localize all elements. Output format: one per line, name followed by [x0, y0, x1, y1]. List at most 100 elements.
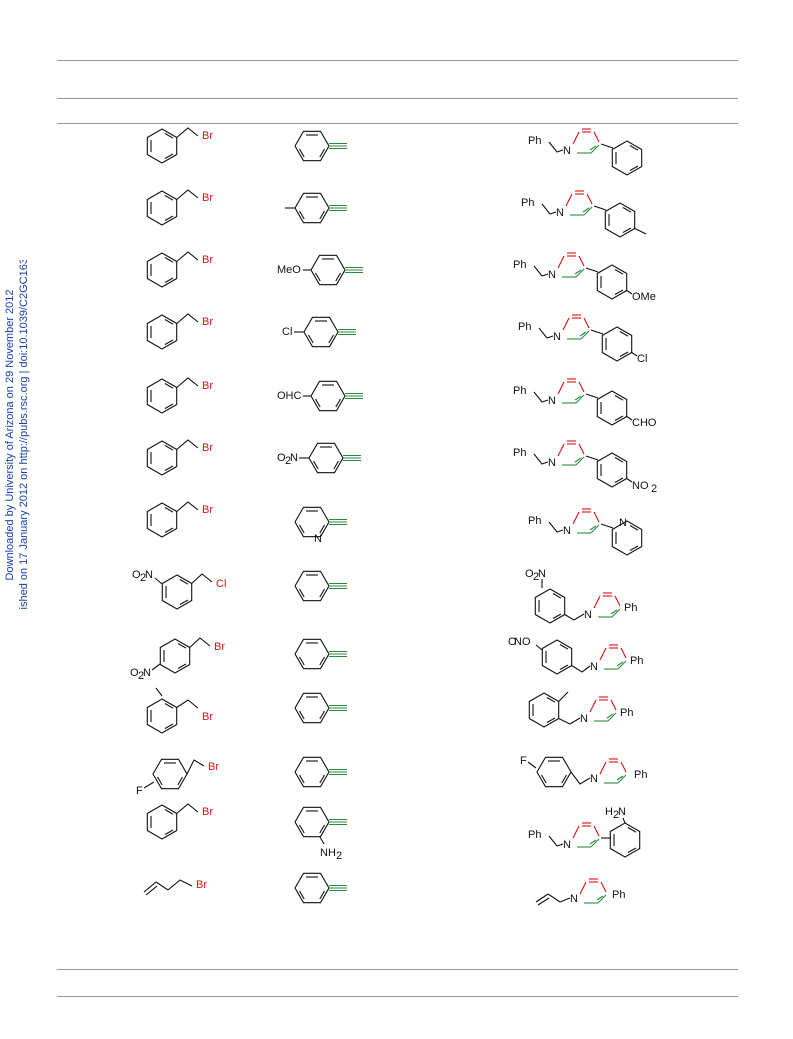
svg-text:N: N — [145, 569, 153, 581]
product-row-13: N Ph — [532, 866, 652, 916]
halide-row-6: Br — [140, 436, 230, 486]
svg-text:Ph: Ph — [518, 321, 531, 333]
svg-text:O: O — [525, 568, 534, 580]
halide-row-2: Br — [140, 186, 230, 236]
svg-text:O: O — [508, 636, 517, 648]
methoxy-label: MeO — [277, 264, 301, 276]
svg-text:Ph: Ph — [513, 447, 526, 459]
table-footer-rule — [57, 969, 738, 970]
svg-text:O: O — [277, 452, 286, 464]
svg-text:O: O — [130, 667, 139, 679]
download-watermark: Downloaded by University of Arizona on 2… — [2, 260, 32, 610]
svg-text:Br: Br — [202, 192, 213, 204]
halide-row-3: Br — [140, 248, 230, 298]
svg-text:N: N — [548, 457, 556, 469]
svg-text:N: N — [563, 145, 571, 157]
svg-text:Cl: Cl — [637, 353, 647, 365]
svg-text:N: N — [548, 269, 556, 281]
svg-text:2: 2 — [533, 571, 539, 583]
alkyne-row-3: MeO — [275, 248, 395, 298]
alkyne-row-1 — [290, 124, 380, 174]
alkyne-row-8 — [290, 564, 380, 614]
svg-text:N: N — [590, 661, 598, 673]
svg-text:Br: Br — [202, 711, 213, 723]
svg-text:Ph: Ph — [634, 769, 647, 781]
alkyne-row-10 — [290, 686, 380, 736]
svg-text:N: N — [570, 893, 578, 905]
svg-text:2: 2 — [138, 670, 144, 682]
svg-text:N: N — [563, 525, 571, 537]
svg-text:NO: NO — [514, 636, 531, 648]
svg-text:Br: Br — [202, 806, 213, 818]
halide-row-5: Br — [140, 374, 230, 424]
svg-text:Cl: Cl — [216, 578, 226, 590]
svg-text:2: 2 — [140, 572, 146, 584]
svg-text:Br: Br — [208, 761, 219, 773]
halide-row-1: Br — [140, 124, 230, 174]
svg-text:Br: Br — [214, 641, 225, 653]
bromine-label: Br — [202, 130, 213, 142]
svg-text:Ph: Ph — [612, 889, 625, 901]
svg-text:CHO: CHO — [632, 417, 657, 429]
alkyne-row-4: Cl — [280, 310, 390, 360]
svg-text:Br: Br — [202, 504, 213, 516]
svg-text:N: N — [563, 839, 571, 851]
halide-row-10: Br — [140, 686, 230, 746]
alkyne-row-7: N — [290, 500, 380, 550]
halide-row-4: Br — [140, 310, 230, 360]
pyridine-nitrogen: N — [314, 533, 322, 545]
svg-text:2: 2 — [336, 850, 342, 862]
svg-text:N: N — [556, 207, 564, 219]
alkyne-row-13 — [290, 866, 380, 916]
svg-text:Br: Br — [196, 879, 207, 891]
svg-text:N: N — [584, 609, 592, 621]
svg-text:Ph: Ph — [624, 602, 637, 614]
svg-text:N: N — [553, 331, 561, 343]
table-top-rule — [57, 60, 738, 61]
svg-text:H: H — [605, 806, 613, 818]
svg-text:Br: Br — [202, 316, 213, 328]
alkyne-row-11 — [290, 750, 380, 800]
table-header-bottom-rule — [57, 123, 738, 124]
svg-text:2: 2 — [651, 483, 657, 495]
svg-text:OMe: OMe — [632, 291, 656, 303]
svg-text:2: 2 — [285, 455, 291, 467]
svg-text:NO: NO — [632, 480, 649, 492]
product-row-11: F N Ph — [518, 746, 668, 796]
svg-text:N: N — [580, 713, 588, 725]
svg-text:N: N — [590, 773, 598, 785]
svg-text:Ph: Ph — [521, 197, 534, 209]
halide-row-13: Br — [140, 866, 230, 906]
svg-text:N: N — [619, 517, 627, 529]
svg-text:N: N — [143, 667, 151, 679]
svg-text:Ph: Ph — [620, 707, 633, 719]
svg-text:NH: NH — [320, 847, 336, 859]
svg-text:Ph: Ph — [528, 829, 541, 841]
alkyne-row-9 — [290, 632, 380, 682]
table-bottom-rule — [57, 996, 738, 997]
watermark-line-1: Downloaded by University of Arizona on 2… — [4, 289, 16, 580]
halide-row-12: Br — [140, 800, 230, 850]
svg-text:F: F — [520, 755, 527, 767]
svg-text:N: N — [548, 395, 556, 407]
svg-text:Br: Br — [202, 254, 213, 266]
svg-text:Ph: Ph — [528, 515, 541, 527]
alkyne-row-5: OHC — [275, 374, 395, 424]
table-header-rule — [57, 98, 738, 99]
svg-text:Br: Br — [202, 380, 213, 392]
svg-text:Ph: Ph — [513, 385, 526, 397]
halide-row-7: Br — [140, 498, 230, 548]
